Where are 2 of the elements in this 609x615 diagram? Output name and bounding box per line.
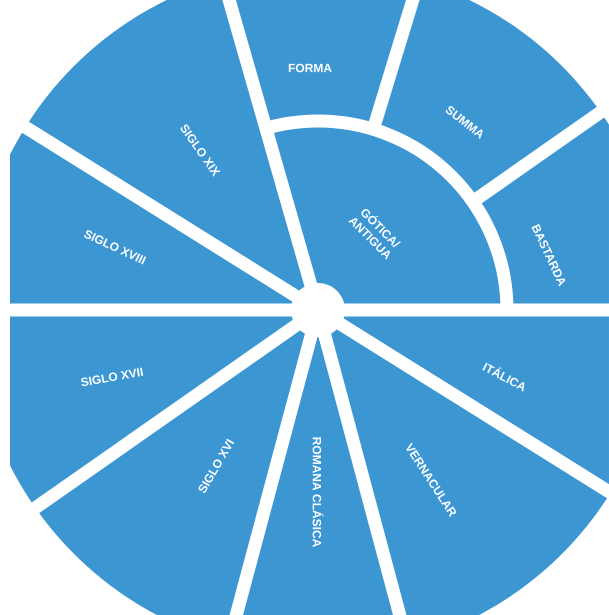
node-label: SIGLO XVII bbox=[81, 368, 144, 386]
node-label: ROMANA CLÁSICA bbox=[312, 437, 324, 547]
